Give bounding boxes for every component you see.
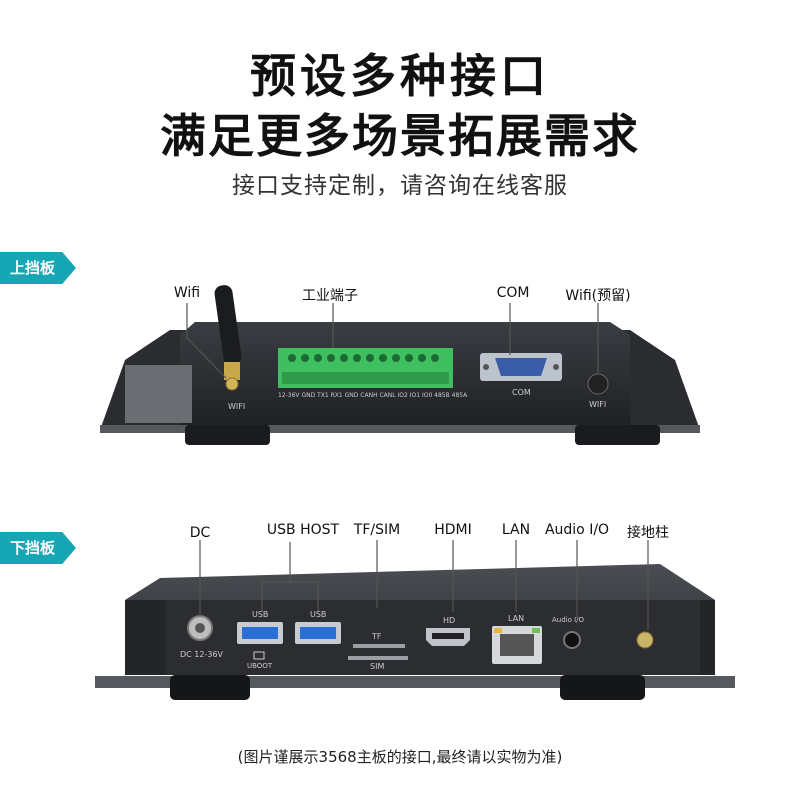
panel-text-sim: SIM bbox=[370, 662, 385, 671]
upper-device bbox=[100, 285, 700, 445]
lower-foot-left bbox=[170, 675, 250, 700]
wifi-antenna bbox=[214, 285, 242, 391]
wifi-reserved-hole bbox=[587, 373, 609, 395]
panel-text-lan: LAN bbox=[508, 614, 525, 623]
label-wifi-reserved: Wifi(预留) bbox=[565, 288, 631, 304]
panel-text-usb-2: USB bbox=[310, 610, 327, 619]
label-industrial-terminal: 工业端子 bbox=[302, 288, 358, 304]
label-com: COM bbox=[496, 285, 530, 301]
sim-slot bbox=[348, 656, 408, 660]
panel-text-wifi-left: WIFI bbox=[228, 402, 246, 411]
com-port-connector bbox=[495, 358, 547, 376]
terminal-screws bbox=[288, 354, 439, 362]
label-ground-post: 接地柱 bbox=[627, 525, 669, 541]
lower-foot-right bbox=[560, 675, 645, 700]
tf-slot bbox=[353, 644, 405, 648]
label-lan: LAN bbox=[501, 522, 531, 538]
upper-left-block bbox=[125, 365, 192, 423]
audio-jack bbox=[563, 631, 581, 649]
page-title-line-2: 满足更多场景拓展需求 bbox=[160, 109, 640, 163]
panel-text-usb-1: USB bbox=[252, 610, 269, 619]
footnote: (图片谨展示3568主板的接口,最终请以实物为准) bbox=[237, 748, 563, 766]
upper-base-plate bbox=[100, 425, 700, 433]
panel-text-hd: HD bbox=[443, 616, 456, 625]
panel-text-dc: DC 12-36V bbox=[180, 650, 224, 659]
lower-device bbox=[95, 540, 735, 700]
lower-panel-tag: 下挡板 bbox=[0, 532, 76, 564]
upper-panel-tag: 上挡板 bbox=[0, 252, 76, 284]
page-title-line-1: 预设多种接口 bbox=[250, 49, 550, 103]
label-usb-host: USB HOST bbox=[266, 522, 340, 538]
label-hdmi: HDMI bbox=[434, 522, 472, 538]
label-tf-sim: TF/SIM bbox=[353, 522, 401, 538]
upper-foot-right bbox=[575, 425, 660, 445]
panel-text-com: COM bbox=[512, 388, 531, 397]
panel-text-audio: Audio I/O bbox=[552, 616, 585, 624]
page-subtitle: 接口支持定制，请咨询在线客服 bbox=[232, 173, 568, 199]
label-dc: DC bbox=[189, 525, 211, 541]
panel-text-uboot: UBOOT bbox=[247, 662, 273, 670]
ground-post bbox=[636, 631, 654, 649]
panel-text-tf: TF bbox=[372, 632, 382, 641]
label-wifi: Wifi bbox=[173, 285, 201, 301]
upper-foot-left bbox=[185, 425, 270, 445]
panel-text-wifi-right: WIFI bbox=[589, 400, 607, 409]
upper-callouts bbox=[186, 303, 599, 379]
label-audio-io: Audio I/O bbox=[544, 522, 610, 538]
lower-callouts bbox=[199, 540, 649, 630]
panel-text-terminal-pins: 12-36V GND TX1 RX1 GND CANH CANL IO2 IO1… bbox=[278, 392, 468, 399]
